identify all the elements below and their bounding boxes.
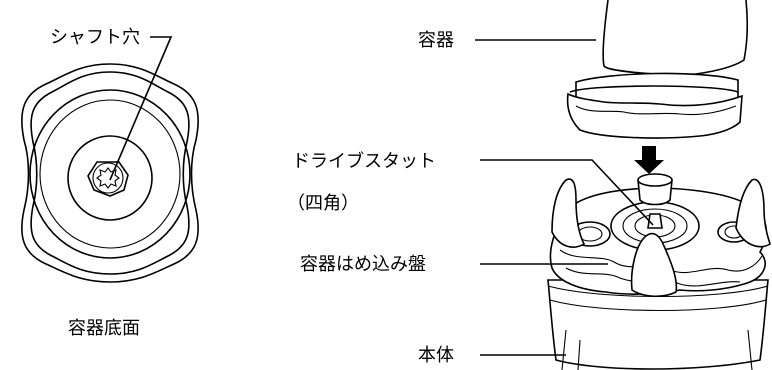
base-body-line-2 [577,339,581,370]
label-shaft-hole: シャフト穴 [50,27,140,48]
label-container: 容器 [418,30,454,51]
base-body-ridge-2 [549,299,767,312]
shaft-nut-face [92,162,124,194]
base-body-line-1 [561,329,567,370]
label-drive-stud: ドライブスタット [292,150,436,172]
front-cone [630,232,678,298]
spike-right [735,178,771,248]
container-jar-base [566,92,743,139]
container-bottom-inner-rim [30,71,190,275]
container-jar [566,0,749,139]
label-body: 本体 [418,345,454,366]
insert-arrow-icon [634,146,664,174]
container-jar-base-scallop [575,105,737,116]
drive-stud-top [637,173,673,187]
container-bottom-ring-1 [29,89,191,259]
container-bottom-view [21,36,199,283]
container-jar-body [602,0,749,76]
base-body [547,279,769,370]
shaft-hole-leader [109,36,173,181]
container-bottom-ring-2 [39,99,181,249]
spike-left [551,178,586,248]
container-bottom-outer-rim [21,63,199,283]
label-container-socket: 容器はめ込み盤 [300,254,426,275]
container-jar-base-top [569,85,739,93]
label-drive-stud-note: （四角） [287,193,359,214]
base-body-line-3 [747,329,753,370]
shaft-hole-icon [96,167,120,189]
container-bottom-ring-3 [67,135,153,221]
blender-base [547,173,771,370]
shaft-nut [87,161,129,197]
drive-stud-leader [480,159,654,226]
label-container-bottom: 容器底面 [68,318,140,339]
